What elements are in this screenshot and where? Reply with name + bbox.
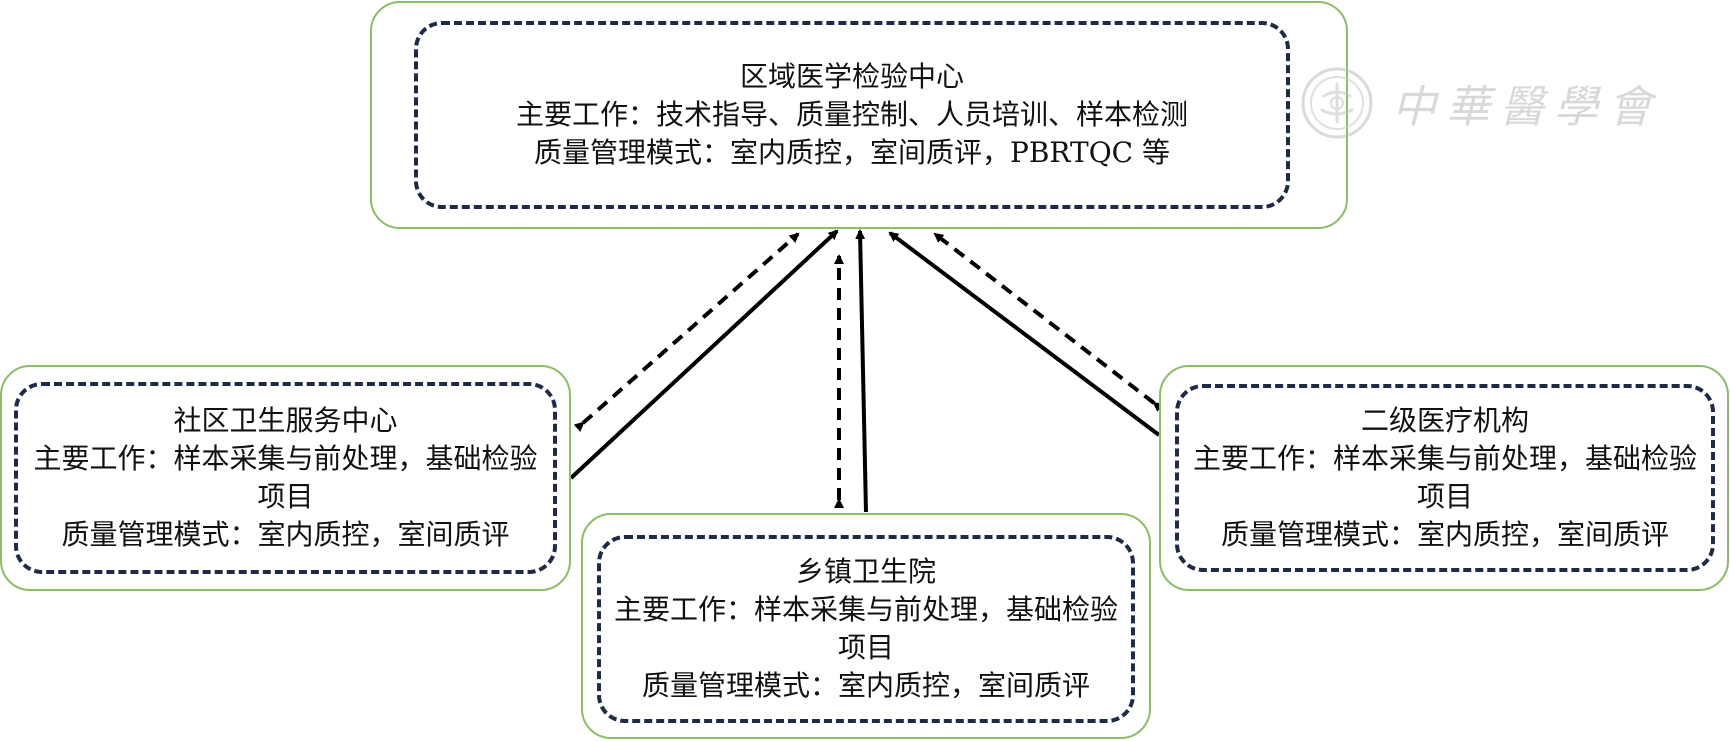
- regional-lab-center-title: 区域医学检验中心: [739, 60, 964, 93]
- watermark-text: 中華醫學會: [1392, 82, 1662, 133]
- community-health-center-node: 社区卫生服务中心 主要工作：样本采集与前处理，基础检验项目 质量管理模式：室内质…: [0, 365, 571, 591]
- left-center-dashed-arrow: [573, 232, 800, 433]
- secondary-medical-institution-title: 二级医疗机构: [1360, 404, 1529, 437]
- regional-lab-center-work: 主要工作：技术指导、质量控制、人员培训、样本检测: [515, 98, 1188, 131]
- regional-lab-center-quality: 质量管理模式：室内质控，室间质评，PBRTQC 等: [534, 136, 1170, 169]
- township-hospital-inner: 乡镇卫生院 主要工作：样本采集与前处理，基础检验项目 质量管理模式：室内质控，室…: [597, 535, 1135, 723]
- township-hospital-quality: 质量管理模式：室内质控，室间质评: [641, 669, 1090, 702]
- community-health-center-title: 社区卫生服务中心: [173, 404, 398, 437]
- left-to-center-solid-arrow: [569, 229, 839, 480]
- community-health-center-work: 主要工作：样本采集与前处理，基础检验项目: [33, 442, 538, 513]
- township-hospital-node: 乡镇卫生院 主要工作：样本采集与前处理，基础检验项目 质量管理模式：室内质控，室…: [581, 513, 1151, 739]
- secondary-medical-institution-quality: 质量管理模式：室内质控，室间质评: [1220, 518, 1669, 551]
- watermark: 中華醫學會: [1300, 58, 1680, 148]
- township-hospital-title: 乡镇卫生院: [795, 555, 936, 588]
- middle-to-center-solid-arrow: [855, 229, 868, 513]
- regional-lab-center-inner: 区域医学检验中心 主要工作：技术指导、质量控制、人员培训、样本检测 质量管理模式…: [414, 21, 1290, 209]
- secondary-medical-institution-inner: 二级医疗机构 主要工作：样本采集与前处理，基础检验项目 质量管理模式：室内质控，…: [1175, 384, 1715, 572]
- right-center-dashed-arrow: [933, 232, 1164, 412]
- secondary-medical-institution-node: 二级医疗机构 主要工作：样本采集与前处理，基础检验项目 质量管理模式：室内质控，…: [1159, 365, 1729, 591]
- regional-lab-center-node: 区域医学检验中心 主要工作：技术指导、质量控制、人员培训、样本检测 质量管理模式…: [370, 1, 1348, 229]
- community-health-center-quality: 质量管理模式：室内质控，室间质评: [61, 518, 510, 551]
- secondary-medical-institution-work: 主要工作：样本采集与前处理，基础检验项目: [1192, 442, 1697, 513]
- township-hospital-work: 主要工作：样本采集与前处理，基础检验项目: [613, 593, 1118, 664]
- community-health-center-inner: 社区卫生服务中心 主要工作：样本采集与前处理，基础检验项目 质量管理模式：室内质…: [14, 382, 557, 574]
- right-to-center-solid-arrow: [888, 231, 1161, 437]
- society-seal-icon: [1301, 67, 1373, 139]
